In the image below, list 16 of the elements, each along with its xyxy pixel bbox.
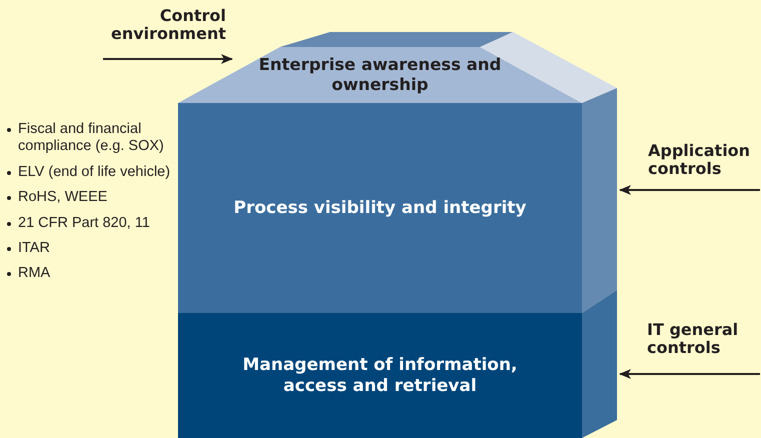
bullet-item: ELV (end of life vehicle) (6, 164, 174, 182)
bullet-item: RMA (6, 265, 174, 283)
control-label: Control environment (110, 7, 226, 44)
arrow (619, 185, 760, 195)
arrow (103, 54, 233, 64)
layer-label: Enterprise awareness and ownership (258, 55, 502, 95)
bullet-item: 21 CFR Part 820, 11 (6, 214, 174, 232)
arrow (619, 369, 760, 379)
layer-label: Process visibility and integrity (234, 198, 526, 218)
layer-label: Management of information, access and retrieval (242, 355, 518, 396)
bullet-item: ITAR (6, 240, 174, 258)
bullet-item: RoHS, WEEE (6, 189, 174, 207)
control-label: IT general controls (647, 321, 740, 358)
bullet-item: Fiscal and financial compliance (e.g. SOX) (6, 121, 174, 156)
base-layer (178, 290, 617, 438)
control-label: Application controls (648, 142, 752, 179)
